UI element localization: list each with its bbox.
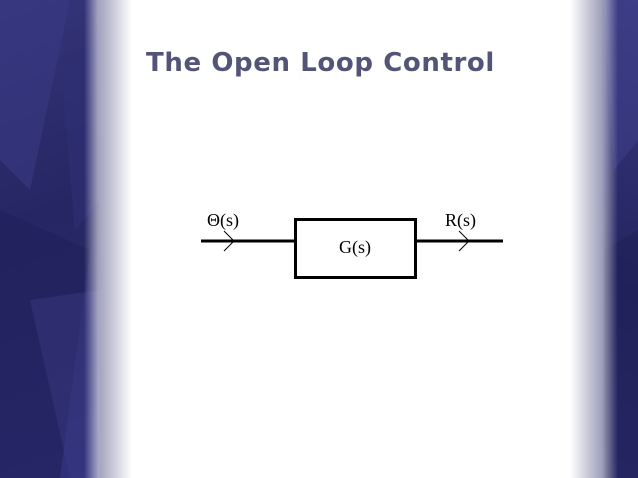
slide-title: The Open Loop Control bbox=[146, 48, 495, 78]
block-label: G(s) bbox=[339, 237, 371, 258]
transfer-function-block bbox=[294, 218, 417, 279]
output-arrow bbox=[458, 230, 470, 252]
output-label: R(s) bbox=[445, 210, 476, 231]
input-label: Θ(s) bbox=[207, 210, 239, 231]
background-left-texture bbox=[0, 0, 100, 478]
slide-panel bbox=[84, 0, 618, 478]
input-arrow bbox=[223, 230, 235, 252]
